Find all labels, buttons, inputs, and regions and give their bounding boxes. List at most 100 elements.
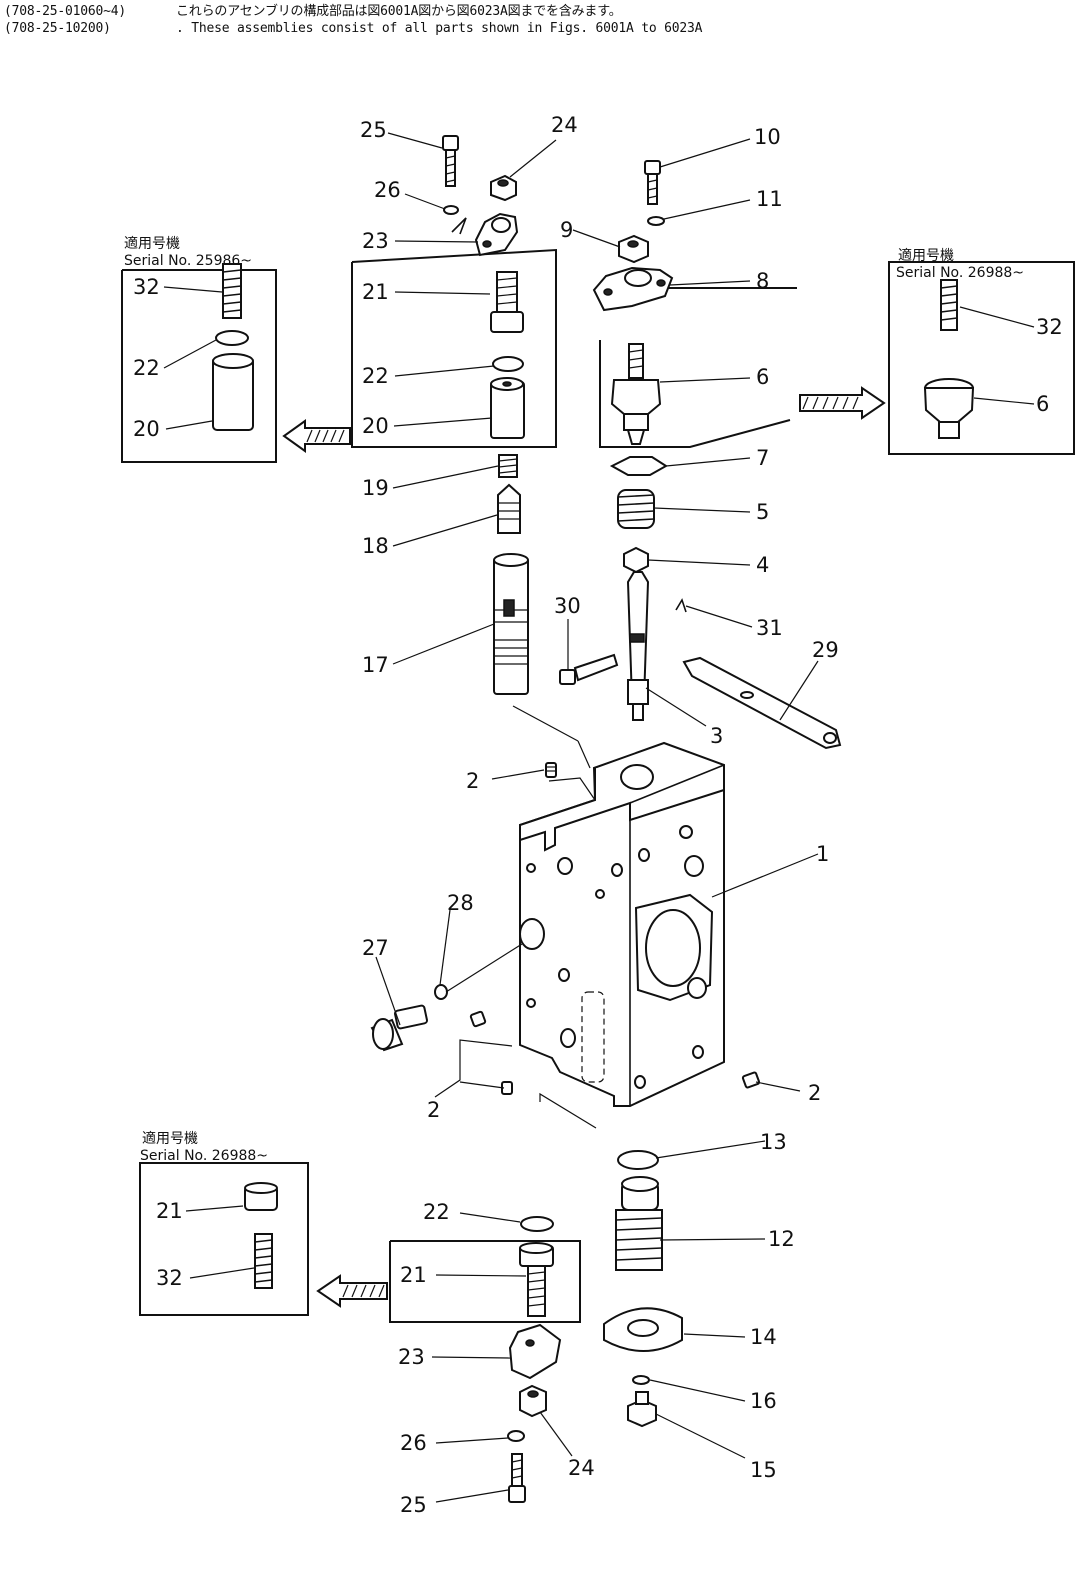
arrow-to-top-right-inset (799, 386, 886, 420)
callout-22-top: 22 (362, 364, 389, 388)
part-2-plug-right (741, 1071, 761, 1089)
arrow-to-bottom-left-inset (316, 1274, 388, 1308)
part-24-nut-top (490, 174, 517, 202)
callout-2-left: 2 (427, 1098, 440, 1122)
inset-top-right-frame (888, 261, 1075, 455)
part-7-seal (609, 456, 668, 476)
part-31-pin (675, 598, 687, 613)
inset-top-right-serial: Serial No. 26988~ (896, 265, 1024, 281)
callout-2-right: 2 (808, 1081, 821, 1105)
part-21-plug-top (490, 271, 524, 333)
callout-5: 5 (756, 500, 769, 524)
callout-29: 29 (812, 638, 839, 662)
inset-top-left-serial: Serial No. 25986~ (124, 253, 252, 269)
callout-21-inset-bl: 21 (156, 1199, 183, 1223)
inset-tl-part-22-oring (215, 330, 249, 346)
part-5-spring (617, 489, 655, 529)
part-2-plug-left (469, 1010, 513, 1095)
leader-body-bottom (539, 1092, 597, 1129)
part-28-cover (519, 918, 545, 950)
callout-20-top: 20 (362, 414, 389, 438)
callout-numbers: 25 24 26 23 21 22 20 19 18 17 10 11 9 8 … (133, 113, 1063, 1517)
inset-tl-part-32-spring (222, 263, 242, 319)
part-16-washer (632, 1375, 650, 1385)
callout-23-bottom: 23 (398, 1345, 425, 1369)
leader-2-group (434, 1039, 513, 1098)
part-9-nut (618, 234, 649, 264)
inset-bl-part-21-plug (244, 1182, 278, 1211)
callout-16: 16 (750, 1389, 777, 1413)
callout-10: 10 (754, 125, 781, 149)
callout-24-top: 24 (551, 113, 578, 137)
inset-top-left-jp: 適用号機 (124, 235, 180, 252)
callout-9: 9 (560, 218, 573, 242)
leader-spool-2 (577, 740, 591, 769)
callout-27: 27 (362, 936, 389, 960)
header-english-note: . These assemblies consist of all parts … (176, 21, 703, 36)
callout-21-top: 21 (362, 280, 389, 304)
callout-6-inset-tr: 6 (1036, 392, 1049, 416)
part-2-plug-top (545, 762, 596, 801)
part-3-stem (626, 571, 650, 721)
inset-bottom-left-serial: Serial No. 26988~ (140, 1148, 268, 1164)
part-20-sleeve-top (490, 377, 525, 439)
callout-32-inset-tl: 32 (133, 275, 160, 299)
inset-tr-part-6-valve (923, 378, 975, 439)
leader-2-sub (459, 1081, 505, 1089)
callout-22-bottom: 22 (423, 1200, 450, 1224)
callout-12: 12 (768, 1227, 795, 1251)
callout-20-inset-tl: 20 (133, 417, 160, 441)
callout-1: 1 (816, 842, 829, 866)
callout-13: 13 (760, 1130, 787, 1154)
callout-22-inset-tl: 22 (133, 356, 160, 380)
part-26-washer-bottom (507, 1430, 525, 1442)
part-10-bolt-top-right (644, 160, 661, 205)
part-25-bolt-top (442, 135, 459, 187)
callout-31: 31 (756, 616, 783, 640)
part-23-plate-bottom (508, 1323, 562, 1380)
inset-tr-part-32-spring (940, 279, 958, 331)
part-14-ring-nut (603, 1307, 683, 1352)
part-17-spool (493, 553, 529, 695)
inset-top-right-jp: 適用号機 (898, 247, 954, 264)
callout-32-inset-bl: 32 (156, 1266, 183, 1290)
inset-tl-part-20-sleeve (212, 353, 254, 431)
part-4-seat (623, 546, 649, 574)
part-19-spring-small (498, 454, 518, 478)
callout-17: 17 (362, 653, 389, 677)
part-8-flange (592, 266, 674, 312)
callout-28: 28 (447, 891, 474, 915)
callout-30: 30 (554, 594, 581, 618)
page-header: (708-25-01060~4) これらのアセンブリの構成部品は図6001A図か… (4, 3, 1084, 37)
callout-14: 14 (750, 1325, 777, 1349)
callout-26-bottom: 26 (400, 1431, 427, 1455)
callout-11: 11 (756, 187, 783, 211)
part-18-poppet (497, 483, 521, 534)
part-26-washer-top (443, 205, 459, 215)
callout-23-top: 23 (362, 229, 389, 253)
callout-4: 4 (756, 553, 769, 577)
header-part-code-2: (708-25-10200) (4, 21, 111, 36)
callout-6: 6 (756, 365, 769, 389)
leader-lines (163, 132, 1035, 1503)
part-15-bolt (627, 1391, 657, 1428)
header-line-1: (708-25-01060~4) これらのアセンブリの構成部品は図6001A図か… (4, 3, 1084, 20)
inset-bottom-left-frame (139, 1162, 309, 1316)
callout-19: 19 (362, 476, 389, 500)
callout-7: 7 (756, 446, 769, 470)
callout-25-bottom: 25 (400, 1493, 427, 1517)
group-box-top-right-side (599, 340, 791, 448)
part-21-plug-bottom (519, 1242, 554, 1317)
part-13-oring (617, 1150, 659, 1170)
inset-bl-part-32-spring (254, 1233, 273, 1289)
part-12-piston (615, 1176, 663, 1271)
part-23-plate-top (451, 212, 519, 257)
header-japanese-note: これらのアセンブリの構成部品は図6001A図から図6023A図までを含みます。 (176, 4, 622, 19)
callout-18: 18 (362, 534, 389, 558)
inset-top-right: 適用号機 Serial No. 26988~ (888, 247, 1075, 455)
callout-3: 3 (710, 724, 723, 748)
part-22-oring-top (492, 356, 524, 372)
inset-bottom-left: 適用号機 Serial No. 26988~ (139, 1130, 309, 1316)
part-27-cap (370, 1004, 428, 1052)
